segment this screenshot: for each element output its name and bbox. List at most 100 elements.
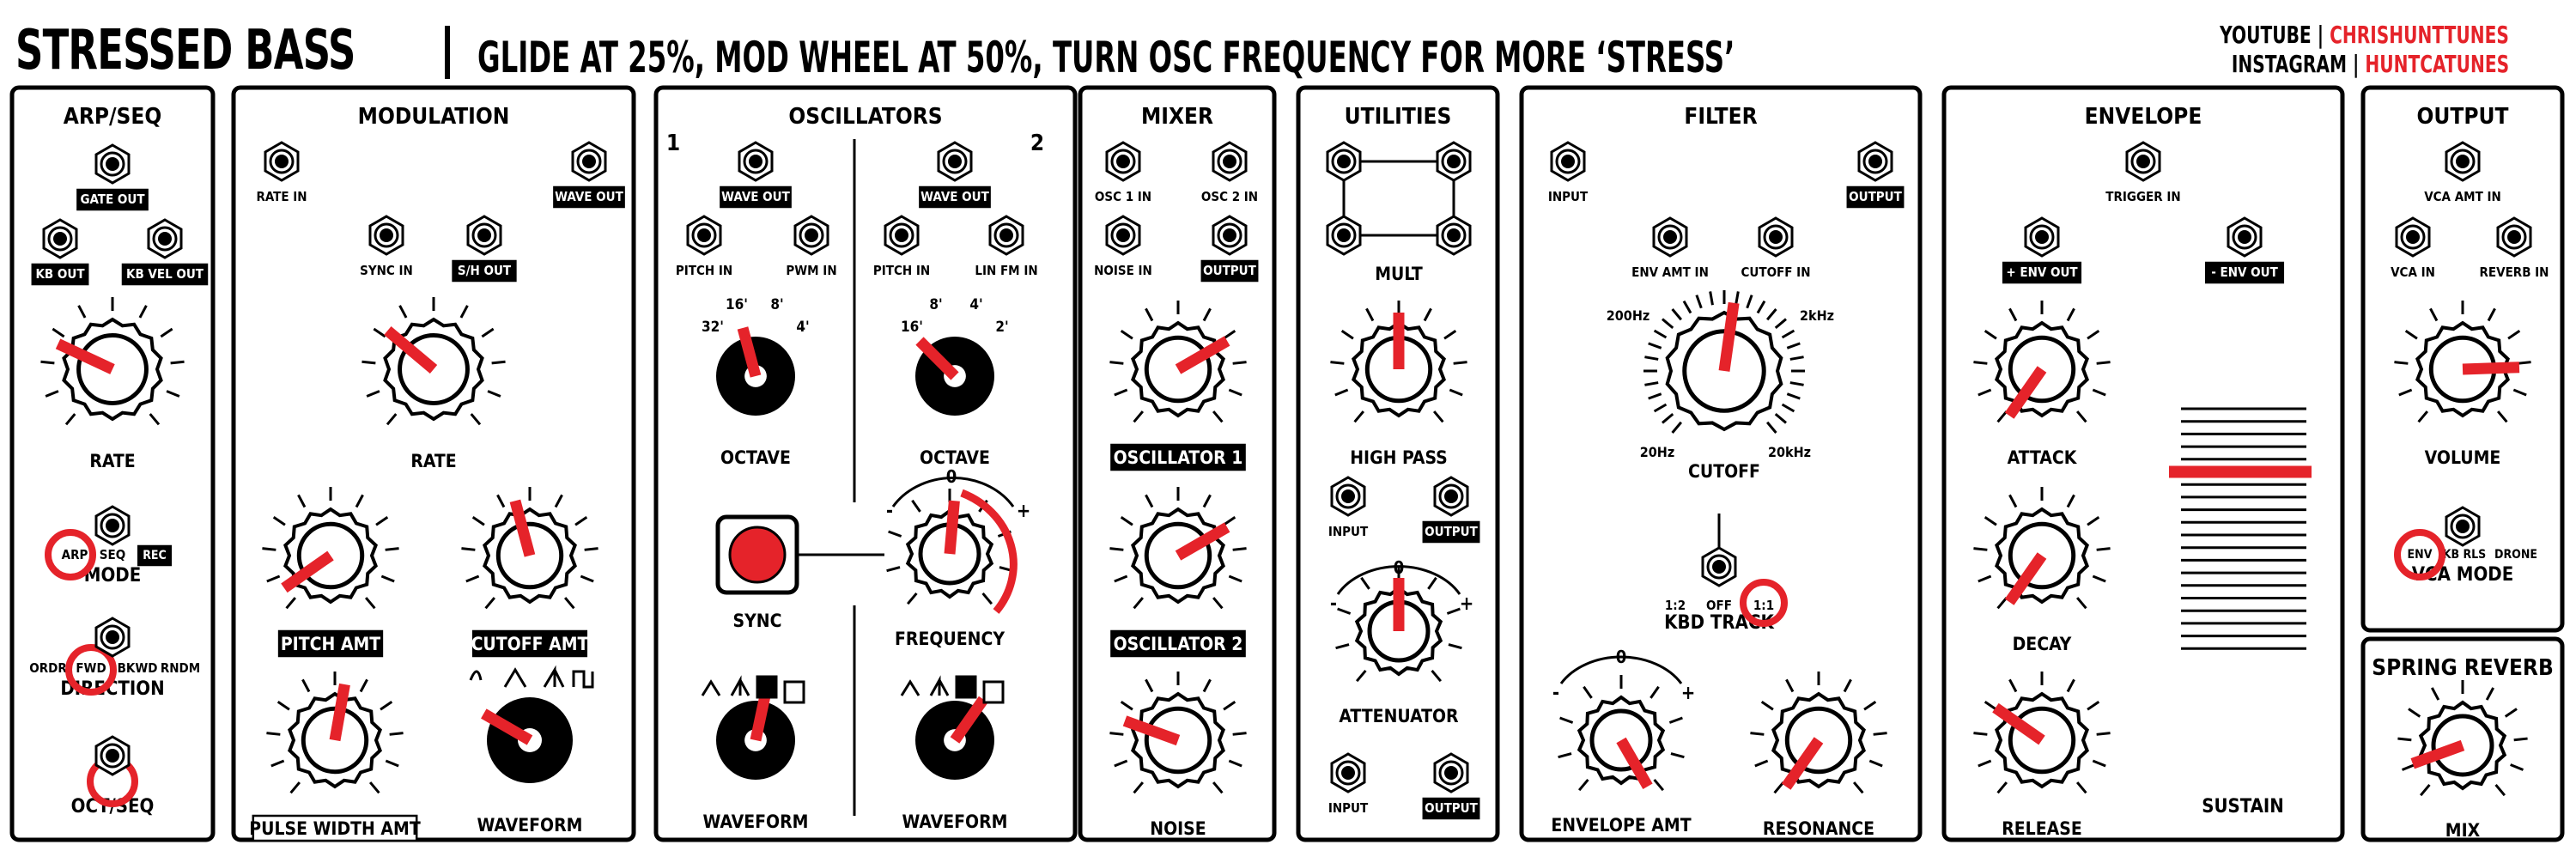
jack-osc1-pitch-in[interactable]: PITCH IN (676, 215, 732, 278)
label-text: REVERB IN (2480, 264, 2549, 280)
jack-mod-sync-in[interactable]: SYNC IN (360, 215, 413, 278)
knob-tick (2008, 494, 2018, 508)
switch-option: SEQ (100, 547, 125, 562)
jack-null[interactable] (94, 505, 131, 546)
jack-null[interactable] (94, 617, 131, 658)
jack-out-vca-amt-in[interactable]: VCA AMT IN (2424, 141, 2501, 204)
jack-null[interactable] (1436, 141, 1472, 182)
jack-env-neg-out[interactable]: - ENV OUT (2204, 216, 2285, 284)
knob-arp-rate[interactable]: RATE (40, 297, 185, 471)
knob-mod-rate[interactable]: RATE (361, 297, 506, 471)
knob-mod-waveform[interactable]: WAVEFORM (477, 697, 583, 836)
jack-osc2-wave-out[interactable]: WAVE OUT (919, 141, 991, 209)
social-handle[interactable]: CHRISHUNTTUNES (2330, 21, 2509, 49)
switch-option: FWD (76, 660, 106, 676)
label-text: OCTAVE (920, 447, 990, 468)
saw-wave-icon (929, 675, 950, 696)
jack-mod-rate-in[interactable]: RATE IN (256, 141, 307, 204)
knob-label: NOISE (1150, 818, 1206, 839)
knob-tick (2408, 708, 2421, 718)
scale-label: - (1330, 593, 1337, 615)
sync-button[interactable]: SYNC (715, 514, 884, 631)
knob-osc1-waveform[interactable]: WAVEFORM (703, 690, 809, 832)
knob-util-attenuator[interactable]: ATTENUATOR (1335, 566, 1462, 726)
jack-env-trigger-in[interactable]: TRIGGER IN (2105, 141, 2181, 204)
social-handle[interactable]: HUNTCATUNES (2365, 50, 2509, 78)
jack-mix-osc2-in[interactable]: OSC 2 IN (1201, 141, 1258, 204)
knob-osc2-octave[interactable]: OCTAVE (915, 337, 994, 468)
knob-tick (2075, 597, 2087, 610)
knob-env-attack[interactable]: ATTACK (1973, 301, 2111, 468)
knob-filter-cutoff[interactable]: CUTOFF (1643, 290, 1805, 482)
knob-tick (1577, 778, 1589, 792)
knob-util-high-pass[interactable]: HIGH PASS (1330, 301, 1467, 468)
jack-null[interactable] (1326, 215, 1362, 256)
knob-cutoff-amt[interactable]: CUTOFF AMT (461, 487, 598, 658)
jack-kb-out[interactable]: KB OUT (31, 218, 89, 286)
knob-mix-osc1[interactable]: OSCILLATOR 1 (1109, 301, 1247, 471)
jack-osc1-wave-out[interactable]: WAVE OUT (720, 141, 792, 209)
knob-mix-noise[interactable]: NOISE (1109, 672, 1247, 839)
jack-mod-sh-out[interactable]: S/H OUT (452, 215, 517, 283)
knob-env-release[interactable]: RELEASE (1973, 672, 2111, 839)
jack-null[interactable] (2445, 506, 2481, 547)
label-text: HIGH PASS (1350, 447, 1448, 468)
jack-hole (1116, 155, 1130, 168)
jack-osc2-linfm-in[interactable]: LIN FM IN (975, 215, 1038, 278)
jack-util-output-2[interactable]: OUTPUT (1422, 752, 1480, 820)
label-text: RESONANCE (1763, 818, 1874, 839)
jack-mix-osc1-in[interactable]: OSC 1 IN (1095, 141, 1151, 204)
knob-osc2-waveform[interactable]: WAVEFORM (902, 696, 1008, 832)
knob-setting-indicator (1122, 715, 1181, 746)
jack-util-output-1[interactable]: OUTPUT (1422, 476, 1480, 544)
knob-filter-envelope-amt[interactable]: ENVELOPE AMT (1551, 675, 1692, 836)
jack-osc2-pitch-in[interactable]: PITCH IN (873, 215, 930, 278)
knob-osc1-octave[interactable]: OCTAVE (716, 326, 795, 468)
jack-filter-env-amt-in[interactable]: ENV AMT IN (1631, 216, 1709, 280)
sustain-slider[interactable]: SUSTAIN (2169, 407, 2312, 817)
panel-filter: FILTER (1519, 85, 1923, 842)
jack-filter-cutoff-in[interactable]: CUTOFF IN (1741, 216, 1811, 280)
knob-tick (1873, 732, 1887, 736)
jack-out-reverb-in[interactable]: REVERB IN (2480, 216, 2549, 280)
knob-tick (470, 413, 482, 426)
knob-filter-resonance[interactable]: RESONANCE (1750, 672, 1887, 839)
switch-label: MODE (84, 565, 141, 587)
knob-pulse-width-amt[interactable]: PULSE WIDTH AMT (249, 672, 421, 842)
knob-tick (386, 413, 398, 426)
knob-tick (1114, 759, 1128, 768)
jack-gate-out[interactable]: GATE OUT (76, 143, 149, 211)
knob-osc2-frequency[interactable]: FREQUENCY (886, 489, 1013, 649)
knob-tick (1133, 597, 1145, 610)
jack-null[interactable] (1701, 546, 1737, 587)
knob-pitch-amt[interactable]: PITCH AMT (262, 487, 399, 658)
mult[interactable]: MULT (1342, 160, 1455, 284)
knob-reverb-mix[interactable]: MIX (2397, 680, 2528, 841)
jack-filter-output[interactable]: OUTPUT (1846, 141, 1905, 209)
jack-out-vca-in[interactable]: VCA IN (2391, 216, 2435, 280)
jack-mix-noise-in[interactable]: NOISE IN (1094, 215, 1152, 278)
jack-util-input-2[interactable]: INPUT (1328, 752, 1369, 816)
jack-null[interactable] (94, 735, 131, 776)
jack-osc1-pwm-in[interactable]: PWM IN (786, 215, 837, 278)
jack-kb-vel-out[interactable]: KB VEL OUT (121, 218, 209, 286)
knob-tick (77, 305, 87, 319)
jack-mix-output[interactable]: OUTPUT (1200, 215, 1259, 283)
jack-label: TRIGGER IN (2105, 189, 2180, 204)
jack-mod-wave-out[interactable]: WAVE OUT (553, 141, 625, 209)
knob-mix-osc2[interactable]: OSCILLATOR 2 (1109, 487, 1247, 658)
knob-out-volume[interactable]: VOLUME (2394, 301, 2531, 468)
knob-tick (2430, 687, 2440, 701)
jack-null[interactable] (1436, 215, 1472, 256)
jack-env-pos-out[interactable]: + ENV OUT (2002, 216, 2082, 284)
jack-filter-input[interactable]: INPUT (1548, 141, 1589, 204)
jack-label: PITCH IN (873, 263, 930, 278)
knob-env-decay[interactable]: DECAY (1973, 487, 2111, 654)
social-separator: | (2317, 21, 2324, 49)
jack-null[interactable] (1326, 141, 1362, 182)
jack-util-input-1[interactable]: INPUT (1328, 476, 1369, 539)
